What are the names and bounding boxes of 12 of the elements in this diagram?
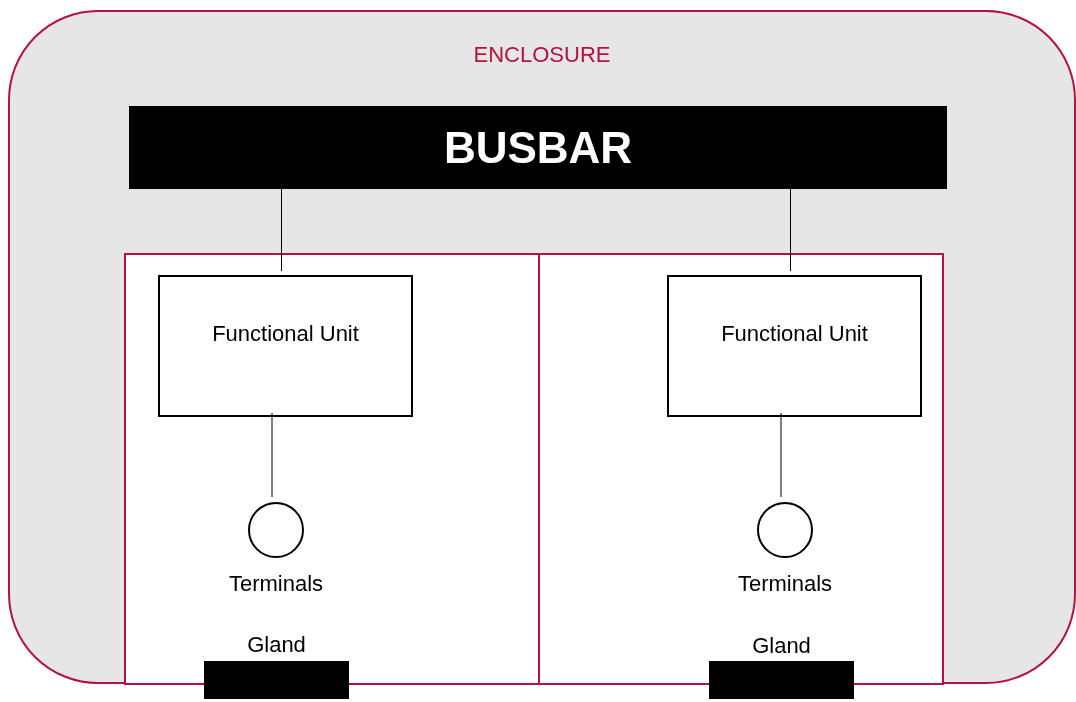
terminal-label: Terminals: [736, 571, 834, 597]
gland-label: Gland: [751, 633, 812, 659]
connector-line: [790, 186, 791, 272]
enclosure-label: ENCLOSURE: [472, 42, 612, 68]
gland-label: Gland: [246, 632, 307, 658]
functional-unit-box: Functional Unit: [667, 275, 922, 417]
functional-unit-box: Functional Unit: [158, 275, 413, 417]
terminal-label: Terminals: [227, 571, 325, 597]
connector-line: [271, 412, 273, 498]
connector-line: [281, 186, 282, 272]
connector-line: [780, 412, 782, 498]
busbar: BUSBAR: [129, 106, 947, 189]
